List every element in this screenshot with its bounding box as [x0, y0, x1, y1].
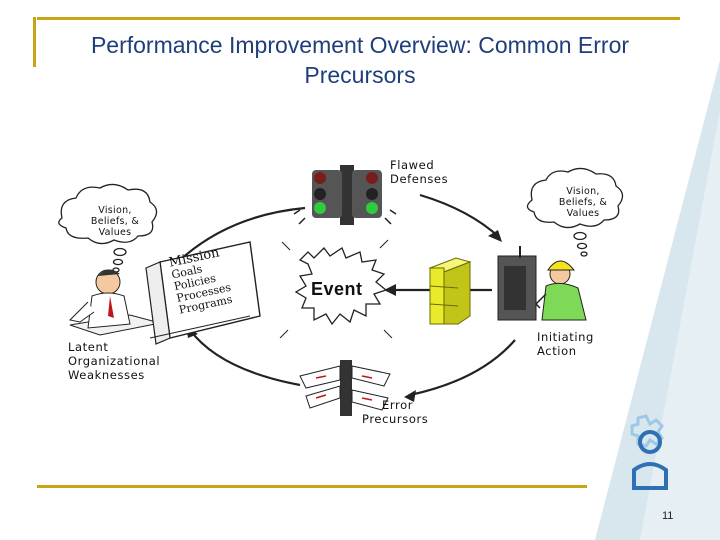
initiating-line-2: Action	[537, 344, 577, 358]
latent-line-2: Organizational	[68, 354, 161, 368]
thought-left-text: Vision, Beliefs, & Values	[80, 205, 150, 238]
latent-line-3: Weaknesses	[68, 368, 145, 382]
person-gear-logo-icon	[630, 414, 668, 490]
worker-figure-icon	[534, 260, 587, 321]
thought-right-line-1: Vision,	[566, 186, 600, 197]
thought-bubble-left-icon	[58, 183, 158, 273]
flawed-defenses-label: Flawed Defenses	[390, 158, 448, 186]
thought-left-line-2: Beliefs, &	[90, 216, 140, 227]
thought-right-line-2: Beliefs, &	[558, 197, 608, 208]
binder-icon	[145, 241, 261, 345]
slide-title: Performance Improvement Overview: Common…	[90, 32, 630, 88]
thought-bubble-right-icon	[526, 167, 624, 257]
top-rule	[37, 17, 680, 20]
thought-left-line-1: Vision,	[98, 205, 132, 216]
error-precursors-label: Error Precursors	[362, 398, 428, 426]
thought-right-line-3: Values	[566, 208, 600, 219]
left-rule	[33, 17, 36, 67]
thought-left-line-3: Values	[98, 227, 132, 238]
bottom-rule	[37, 485, 587, 488]
yellow-blocks-icon	[428, 257, 472, 325]
precursors-line-2: Precursors	[362, 412, 429, 426]
manager-figure-icon	[68, 269, 161, 336]
initiating-action-label: Initiating Action	[537, 330, 594, 358]
latent-weaknesses-label: Latent Organizational Weaknesses	[68, 340, 160, 382]
flawed-defenses-line-2: Defenses	[390, 172, 449, 186]
precursors-line-1: Error	[382, 398, 414, 412]
event-label: Event	[311, 279, 363, 299]
control-panel-icon	[497, 246, 537, 321]
page-number: 11	[662, 510, 674, 522]
thought-right-text: Vision, Beliefs, & Values	[550, 186, 616, 219]
initiating-line-1: Initiating	[537, 330, 594, 344]
signpost-icon	[299, 360, 391, 416]
event-burst-icon	[279, 239, 393, 339]
flawed-defenses-line-1: Flawed	[390, 158, 435, 172]
traffic-light-icon	[293, 165, 397, 225]
latent-line-1: Latent	[68, 340, 109, 354]
